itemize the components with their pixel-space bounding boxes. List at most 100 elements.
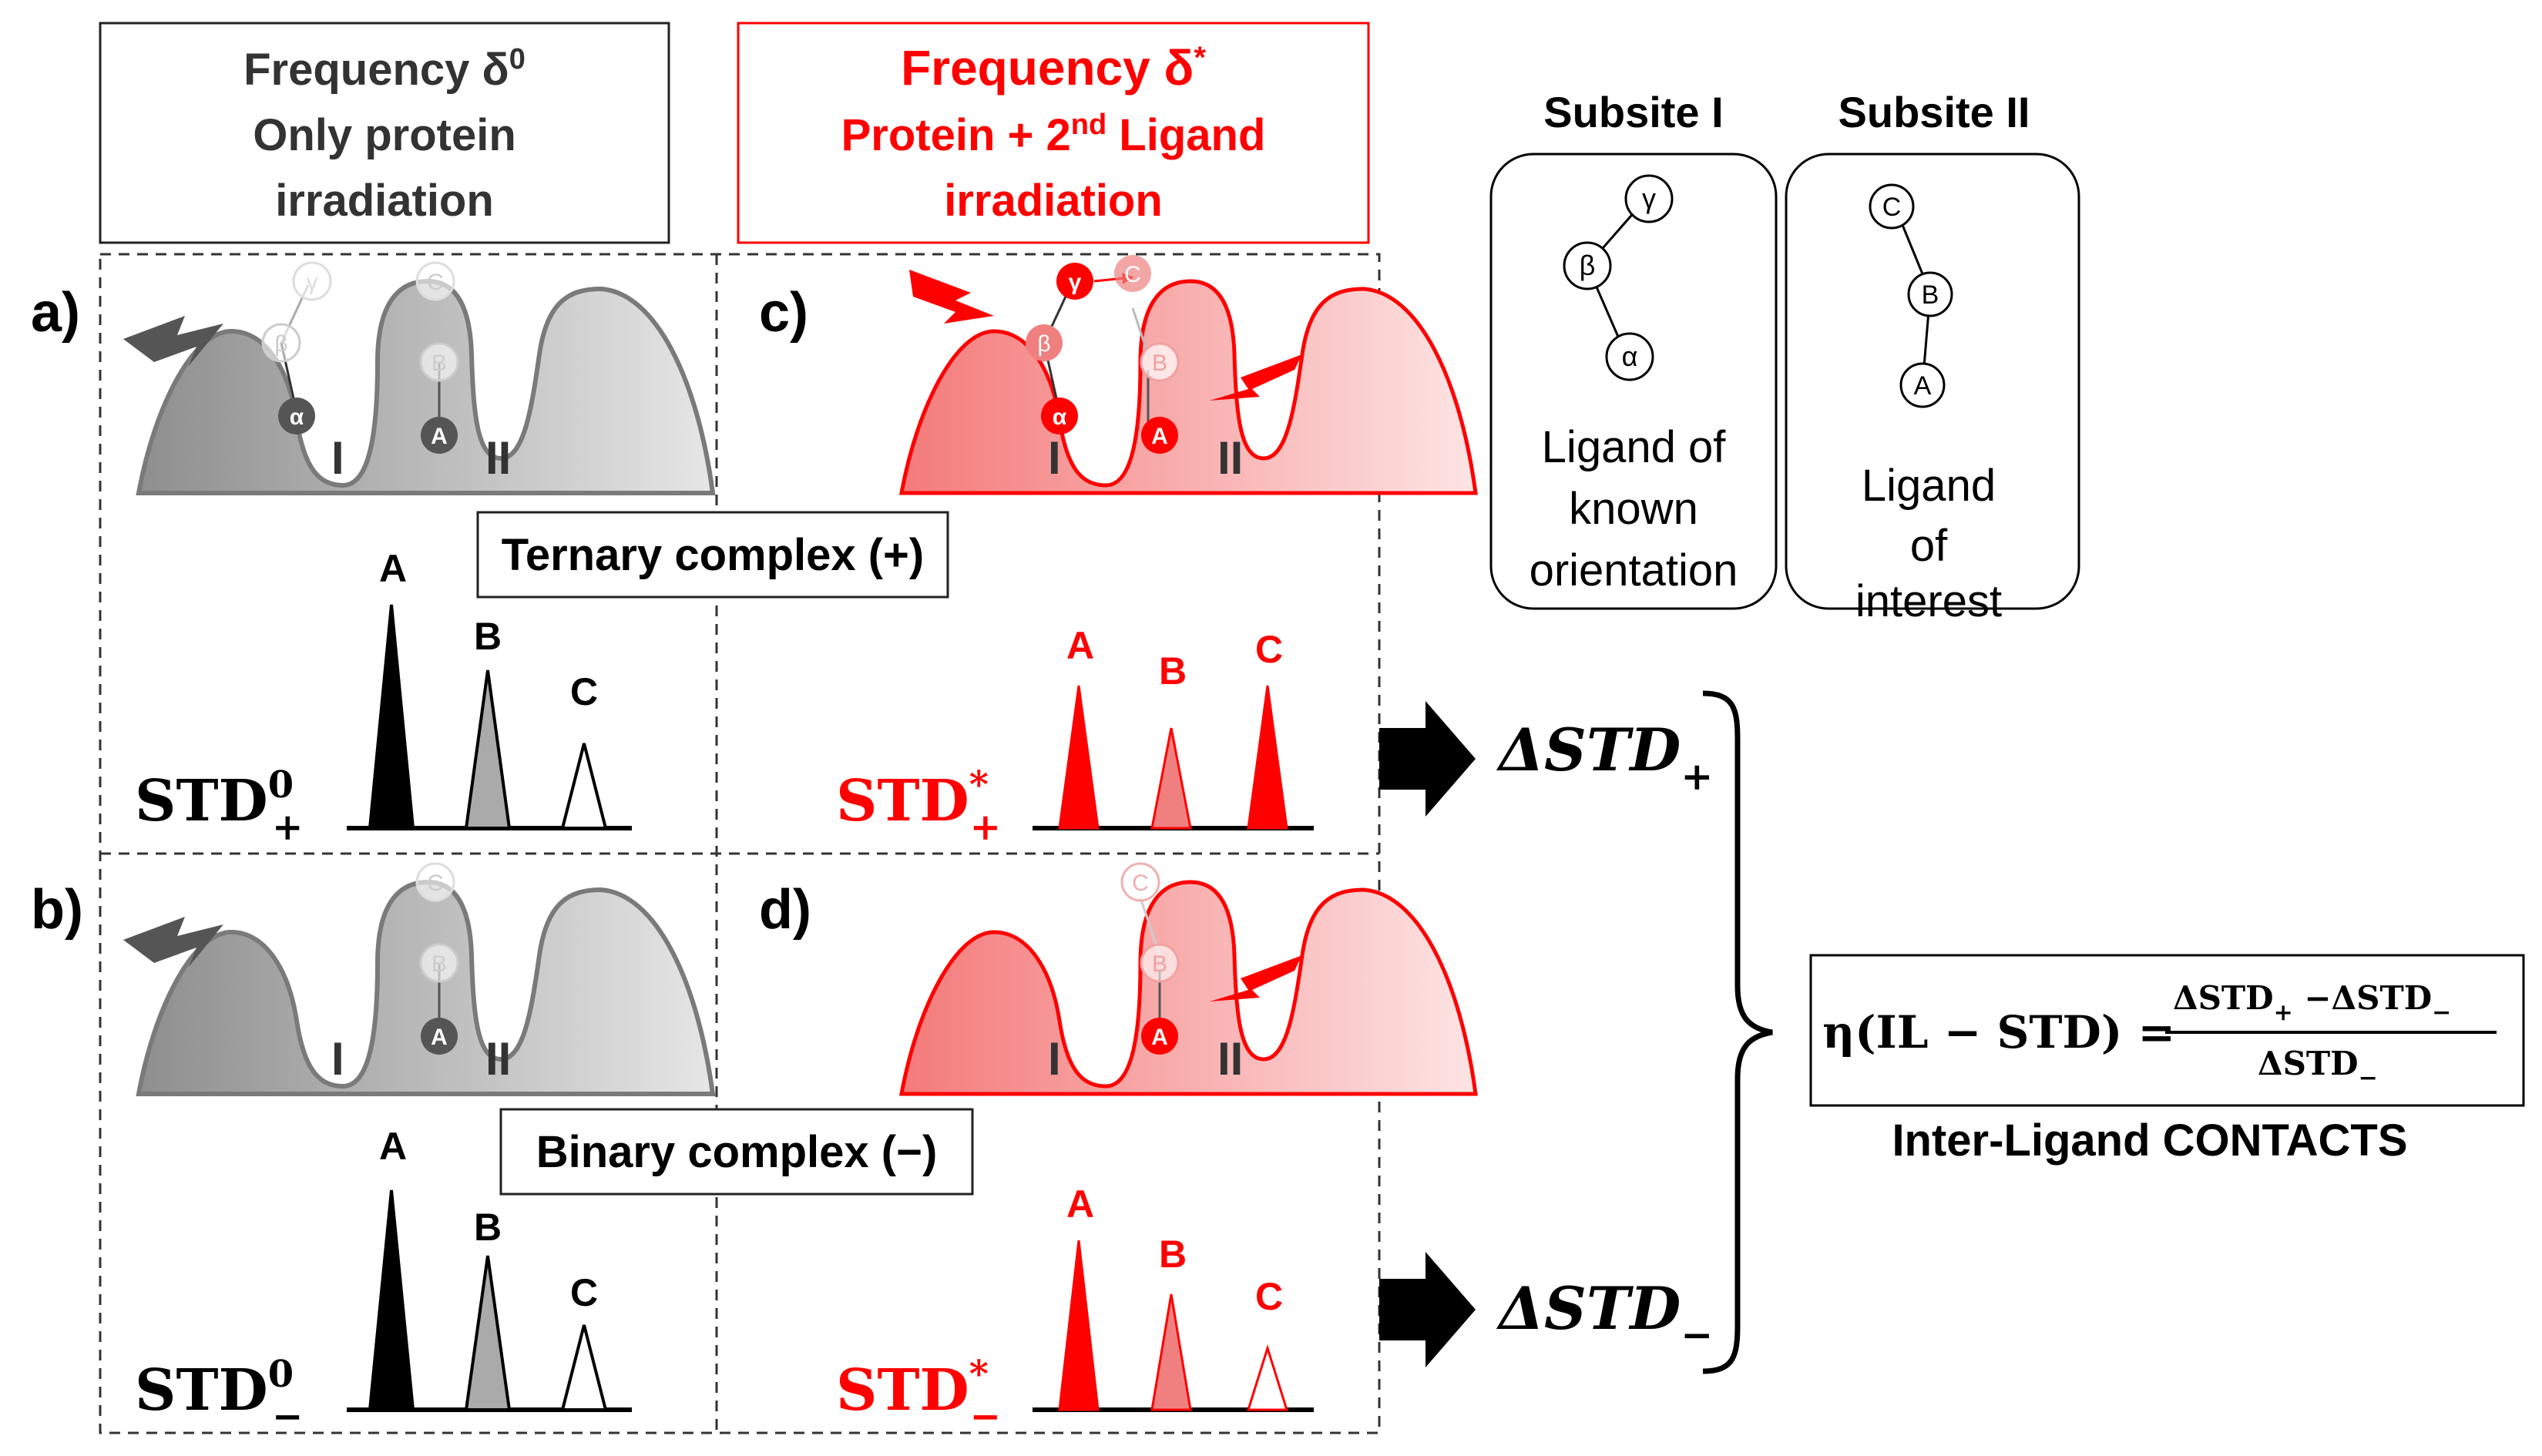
ligand-known-line3: orientation xyxy=(1530,545,1738,595)
ligand-interest-line3: interest xyxy=(1855,576,2002,626)
formula-denominator: ΔSTD− xyxy=(2258,1045,2378,1092)
subsite-II-box: C B A Ligand of interest xyxy=(1785,153,2080,626)
node-B xyxy=(419,943,459,983)
lightning-icon xyxy=(1210,354,1302,401)
svg-text:γ: γ xyxy=(1069,270,1082,295)
node-alpha xyxy=(278,398,315,434)
svg-text:γ: γ xyxy=(307,270,318,295)
delta-std-minus: ΔSTD− xyxy=(1496,1274,1713,1357)
site-II-label: II xyxy=(1217,1033,1243,1085)
arrow-right-icon xyxy=(1379,1252,1476,1367)
svg-text:Frequency δ*: Frequency δ* xyxy=(901,40,1206,96)
subsite-I-title: Subsite I xyxy=(1543,88,1723,136)
header-right-line2: Protein + 2 xyxy=(841,110,1071,160)
svg-text:α: α xyxy=(1622,341,1638,372)
header-left-line1: Frequency δ xyxy=(243,45,509,95)
svg-text:B: B xyxy=(1152,351,1167,376)
binary-complex-box: Binary complex (−) xyxy=(499,1108,974,1196)
svg-text:C: C xyxy=(427,270,444,295)
protein-panel-c: α β γ C B A I II xyxy=(902,255,1476,493)
protein-panel-b: C B A I II xyxy=(123,862,713,1094)
lightning-icon xyxy=(123,917,223,967)
peak-label-B: B xyxy=(1159,649,1187,693)
delta-std-plus: ΔSTD+ xyxy=(1496,716,1713,799)
node-C xyxy=(415,862,455,902)
peak-A xyxy=(368,604,415,830)
spectrum-b: A B C xyxy=(347,1125,632,1412)
node-gamma xyxy=(1056,263,1093,300)
panel-label-c: c) xyxy=(759,282,808,344)
node-A xyxy=(1141,1018,1178,1055)
protein-panel-a: α β γ C B A I II xyxy=(123,261,713,493)
site-II-label: II xyxy=(1217,432,1243,484)
site-I-label: I xyxy=(1048,432,1061,484)
svg-text:A: A xyxy=(1151,1025,1168,1050)
svg-text:α: α xyxy=(290,404,304,430)
site-I-label: I xyxy=(331,1033,344,1085)
ligand-known-line1: Ligand of xyxy=(1542,422,1727,472)
node-A xyxy=(421,1018,458,1055)
lightning-icon xyxy=(1210,955,1302,1001)
peak-B xyxy=(1150,727,1192,830)
node-beta xyxy=(1563,241,1612,290)
svg-text:A: A xyxy=(1914,371,1932,401)
node-C xyxy=(415,261,455,301)
panel-label-b: b) xyxy=(31,879,83,941)
node-B xyxy=(419,342,459,382)
svg-text:β: β xyxy=(1580,250,1596,281)
ternary-complex-box: Ternary complex (+) xyxy=(476,511,949,599)
node-C xyxy=(1114,255,1151,292)
peak-label-C: C xyxy=(570,1271,598,1314)
svg-text:α: α xyxy=(1053,404,1067,430)
protein-panel-d: C B A I II xyxy=(902,862,1476,1094)
node-B xyxy=(1140,342,1180,382)
spectrum-c: A B C xyxy=(1033,624,1314,830)
header-left-line2: Only protein xyxy=(253,110,516,160)
formula-numerator: ΔSTD+ −ΔSTD− xyxy=(2173,979,2451,1026)
header-right-line2-end: Ligand xyxy=(1106,110,1265,160)
svg-text:B: B xyxy=(432,951,447,977)
svg-text:B: B xyxy=(1152,951,1167,977)
header-right-sup: * xyxy=(1194,41,1206,75)
subsite-II-title: Subsite II xyxy=(1839,88,2030,136)
peak-C xyxy=(560,1324,608,1411)
ligand-interest-line2: of xyxy=(1910,521,1948,571)
panel-label-d: d) xyxy=(759,879,811,941)
svg-text:β: β xyxy=(274,331,287,357)
node-C xyxy=(1120,862,1160,902)
spectrum-a: A B C xyxy=(347,547,632,830)
lightning-icon xyxy=(123,316,223,366)
peak-C xyxy=(560,743,608,830)
peak-label-C: C xyxy=(1255,628,1283,671)
node-beta xyxy=(261,323,301,363)
node-C xyxy=(1869,183,1915,230)
peak-C xyxy=(1247,685,1288,830)
peak-A xyxy=(1058,1240,1100,1411)
std-label-zero-plus: STD0+ xyxy=(135,763,303,849)
header-protein-2nd-ligand: Frequency δ* Protein + 2nd Ligand irradi… xyxy=(737,22,1370,244)
svg-text:C: C xyxy=(1882,193,1902,222)
peak-label-B: B xyxy=(474,1206,502,1249)
ternary-complex-label: Ternary complex (+) xyxy=(502,530,925,580)
lightning-icon xyxy=(909,270,994,324)
header-right-line2-sup: nd xyxy=(1071,109,1106,141)
ligand-interest-line1: Ligand xyxy=(1862,461,1996,511)
node-A xyxy=(421,417,458,454)
peak-B xyxy=(464,1255,512,1411)
formula-lhs: η(IL − STD) = xyxy=(1822,1006,2175,1058)
node-alpha xyxy=(1041,398,1078,434)
svg-text:Protein + 2nd Ligand: Protein + 2nd Ligand xyxy=(841,109,1266,160)
peak-B xyxy=(1150,1293,1192,1411)
svg-text:C: C xyxy=(1132,871,1149,896)
peak-C xyxy=(1246,1344,1289,1411)
peak-B xyxy=(464,669,512,830)
svg-text:C: C xyxy=(427,871,444,896)
node-beta xyxy=(1026,324,1063,361)
formula-box: η(IL − STD) = ΔSTD+ −ΔSTD− ΔSTD− xyxy=(1809,954,2525,1107)
header-left-line3: irradiation xyxy=(275,176,494,226)
site-II-label: II xyxy=(485,432,511,484)
binary-complex-label: Binary complex (−) xyxy=(536,1127,938,1177)
site-I-label: I xyxy=(1048,1033,1061,1085)
peak-label-A: A xyxy=(1066,1183,1094,1226)
curly-brace xyxy=(1702,690,1773,1374)
